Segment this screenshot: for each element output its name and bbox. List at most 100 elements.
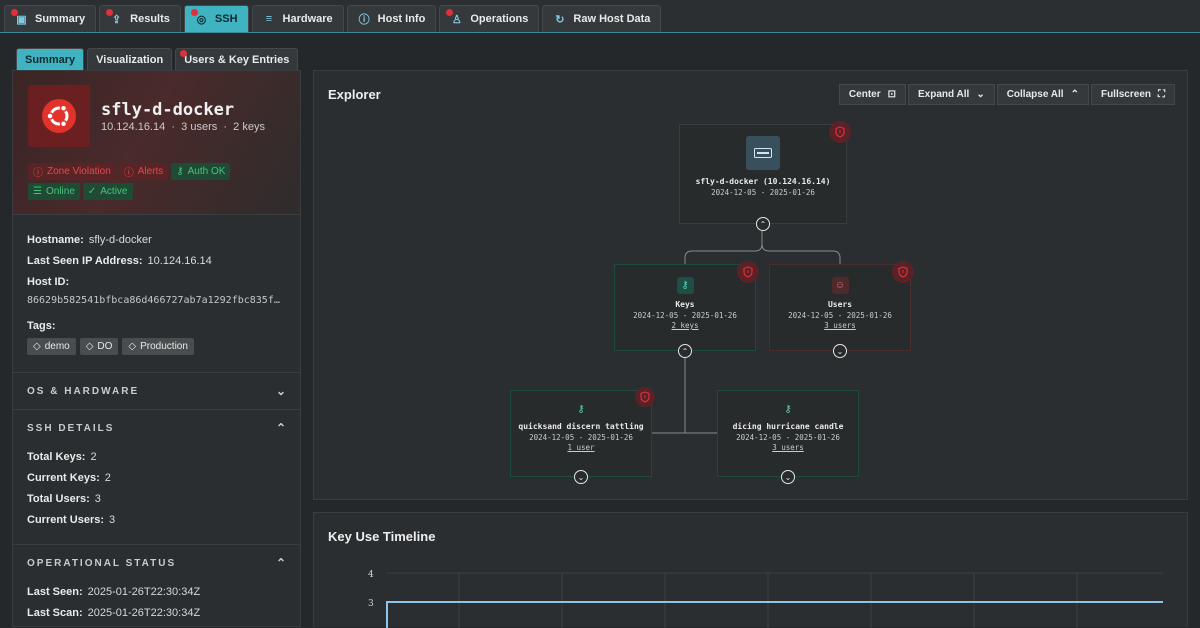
expand-node-button[interactable]: ⌄ — [781, 470, 795, 484]
field-label: Last Seen: — [27, 586, 83, 598]
subtab-users-keys[interactable]: Users & Key Entries — [175, 48, 298, 70]
shield-alert-icon — [829, 121, 851, 143]
operational-status-header[interactable]: OPERATIONAL STATUS⌃ — [13, 545, 300, 581]
host-id-value: 86629b582541bfbca86d466727ab7a1292fbc835… — [27, 292, 286, 309]
chevron-up-icon: ⌃ — [276, 556, 286, 570]
tag-production[interactable]: ◇Production — [122, 338, 194, 355]
server-icon — [746, 136, 780, 170]
tab-operations[interactable]: ♙Operations — [439, 5, 539, 32]
ssh-details-body: Total Keys:2 Current Keys:2 Total Users:… — [13, 446, 300, 538]
field-value: sfly-d-docker — [89, 234, 152, 246]
node-link[interactable]: 3 users — [770, 321, 910, 330]
key-icon: ⚷ — [780, 401, 797, 418]
tab-summary[interactable]: ▣Summary — [4, 5, 96, 32]
node-link[interactable]: 1 user — [511, 443, 651, 452]
subtab-visualization[interactable]: Visualization — [87, 48, 172, 70]
status-badge-active: ✓Active — [83, 183, 133, 200]
field-value: 10.124.16.14 — [148, 255, 212, 267]
node-dates: 2024-12-05 - 2025-01-26 — [770, 311, 910, 320]
host-users-count: 3 users — [181, 121, 217, 133]
chevron-up-icon: ⌃ — [682, 347, 689, 356]
chevron-down-icon: ⌄ — [837, 347, 844, 356]
collapse-node-button[interactable]: ⌃ — [756, 217, 770, 231]
y-tick-3: 3 — [368, 599, 374, 609]
users-icon: ☺ — [832, 277, 849, 294]
tree-node-key-quicksand[interactable]: ⚷ quicksand discern tattling 2024-12-05 … — [510, 390, 652, 477]
field-value: 2 — [105, 472, 111, 484]
badge-label: Online — [46, 186, 75, 197]
field-value: 3 — [95, 493, 101, 505]
explorer-panel: Explorer Center⊡ Expand All⌄ Collapse Al… — [313, 70, 1188, 500]
os-hardware-header[interactable]: OS & HARDWARE ⌄ — [13, 373, 300, 409]
tag-label: demo — [45, 341, 70, 352]
field-label: Current Keys: — [27, 472, 100, 484]
alert-dot — [11, 9, 18, 16]
tab-raw-host-data[interactable]: ↻Raw Host Data — [542, 5, 661, 32]
ubuntu-logo-icon — [28, 85, 90, 147]
host-id-label-row: Host ID: — [27, 271, 286, 292]
tab-label: Operations — [470, 13, 528, 25]
tree-node-key-dicing[interactable]: ⚷ dicing hurricane candle 2024-12-05 - 2… — [717, 390, 859, 477]
tree-node-users[interactable]: ☺ Users 2024-12-05 - 2025-01-26 3 users … — [769, 264, 911, 351]
tab-label: SSH — [215, 13, 238, 25]
ssh-details-section: SSH DETAILS⌃ Total Keys:2 Current Keys: 2… — [13, 409, 300, 538]
badge-label: Auth OK — [188, 166, 226, 177]
field-value: 2025-01-26T22:30:34Z — [88, 607, 201, 619]
current-keys-row: Current Keys: 2 — [27, 467, 286, 488]
tab-label: Hardware — [283, 13, 333, 25]
node-link[interactable]: 2 keys — [615, 321, 755, 330]
status-badges: ⓘZone Violation ⓘAlerts ⚷Auth OK ☰Online… — [28, 163, 268, 200]
key-use-timeline-panel: Key Use Timeline 4 3 — [313, 512, 1188, 627]
tab-hardware[interactable]: ≡Hardware — [252, 5, 344, 32]
subtab-summary[interactable]: Summary — [16, 48, 84, 70]
status-badge-zone-violation: ⓘZone Violation — [28, 163, 116, 180]
expand-node-button[interactable]: ⌄ — [574, 470, 588, 484]
chevron-up-icon: ⌃ — [760, 220, 767, 229]
os-hardware-section: OS & HARDWARE ⌄ — [13, 372, 300, 409]
operational-status-body: Last Seen: 2025-01-26T22:30:34Z Last Scan… — [13, 581, 300, 627]
host-name: sfly-d-docker — [101, 100, 234, 120]
current-users-row: Current Users:3 — [27, 509, 286, 530]
tab-label: Users & Key Entries — [184, 54, 289, 66]
tag-label: Production — [140, 341, 188, 352]
refresh-icon: ↻ — [553, 13, 566, 26]
tag-icon: ◇ — [86, 341, 94, 352]
tab-results[interactable]: ⇪Results — [99, 5, 181, 32]
field-label: Hostname: — [27, 234, 84, 246]
chevron-down-icon: ⌄ — [785, 473, 792, 482]
host-ip: 10.124.16.14 — [101, 121, 165, 133]
collapse-node-button[interactable]: ⌃ — [678, 344, 692, 358]
chevron-down-icon: ⌄ — [276, 384, 286, 398]
separator: · — [223, 121, 227, 133]
tab-host-info[interactable]: ⓘHost Info — [347, 5, 437, 32]
shield-alert-icon — [737, 261, 759, 283]
tag-do[interactable]: ◇DO — [80, 338, 119, 355]
ssh-details-header[interactable]: SSH DETAILS⌃ — [13, 410, 300, 446]
timeline-series-line — [387, 602, 1163, 628]
expand-node-button[interactable]: ⌄ — [833, 344, 847, 358]
tag-demo[interactable]: ◇ demo — [27, 338, 76, 355]
key-icon: ⚷ — [176, 166, 183, 177]
tree-node-keys[interactable]: ⚷ Keys 2024-12-05 - 2025-01-26 2 keys ⌃ — [614, 264, 756, 351]
field-value: 2025-01-26T22:30:34Z — [88, 586, 201, 598]
node-dates: 2024-12-05 - 2025-01-26 — [718, 433, 858, 442]
node-title: quicksand discern tattling — [511, 422, 651, 431]
field-label: Total Keys: — [27, 451, 85, 463]
last-scan-row: Last Scan:2025-01-26T22:30:34Z — [27, 602, 286, 623]
tree-node-host[interactable]: sfly-d-docker (10.124.16.14) 2024-12-05 … — [679, 124, 847, 224]
tab-ssh[interactable]: ◎SSH — [184, 5, 249, 32]
last-seen-row: Last Seen: 2025-01-26T22:30:34Z — [27, 581, 286, 602]
field-label: Host ID: — [27, 276, 69, 288]
node-title: sfly-d-docker (10.124.16.14) — [680, 177, 846, 186]
alert-circle-icon: ⓘ — [33, 164, 43, 179]
node-dates: 2024-12-05 - 2025-01-26 — [680, 188, 846, 197]
tag-icon: ◇ — [33, 341, 41, 352]
node-link[interactable]: 3 users — [718, 443, 858, 452]
field-label: Tags: — [27, 320, 56, 332]
status-badge-auth-ok: ⚷ Auth OK — [171, 163, 230, 180]
check-icon: ✓ — [88, 186, 96, 197]
total-keys-row: Total Keys:2 — [27, 446, 286, 467]
section-title: OS & HARDWARE — [27, 386, 139, 397]
tags-list: ◇demo ◇DO ◇Production — [27, 338, 286, 355]
key-icon: ⚷ — [573, 401, 590, 418]
